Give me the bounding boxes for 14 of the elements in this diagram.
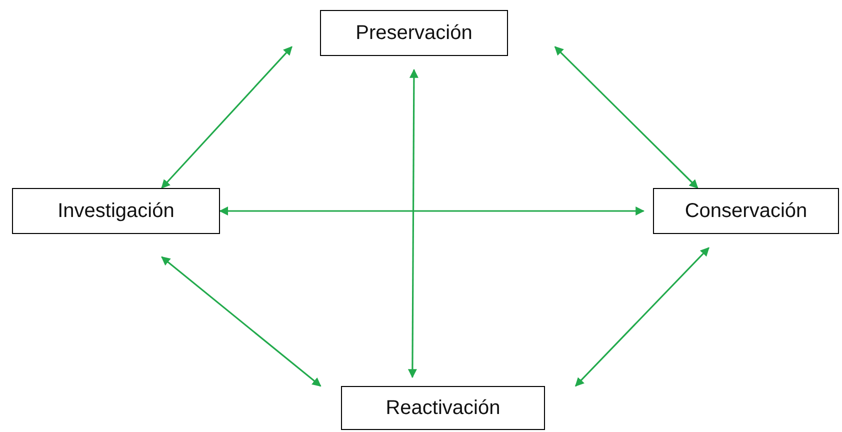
double-arrow — [219, 206, 645, 216]
concept-box — [12, 188, 220, 234]
double-arrow — [574, 247, 710, 387]
node-label: Conservación — [684, 200, 808, 222]
concept-box — [341, 386, 545, 430]
node-label: Reactivación — [386, 396, 500, 420]
concept-box — [320, 10, 508, 56]
node-label: Preservación — [356, 22, 472, 44]
double-arrow — [408, 68, 418, 378]
node-label: Investigación — [58, 200, 174, 222]
double-arrow — [161, 46, 292, 189]
double-arrow — [161, 256, 322, 387]
concept-box — [653, 188, 839, 234]
double-arrow — [554, 46, 698, 189]
